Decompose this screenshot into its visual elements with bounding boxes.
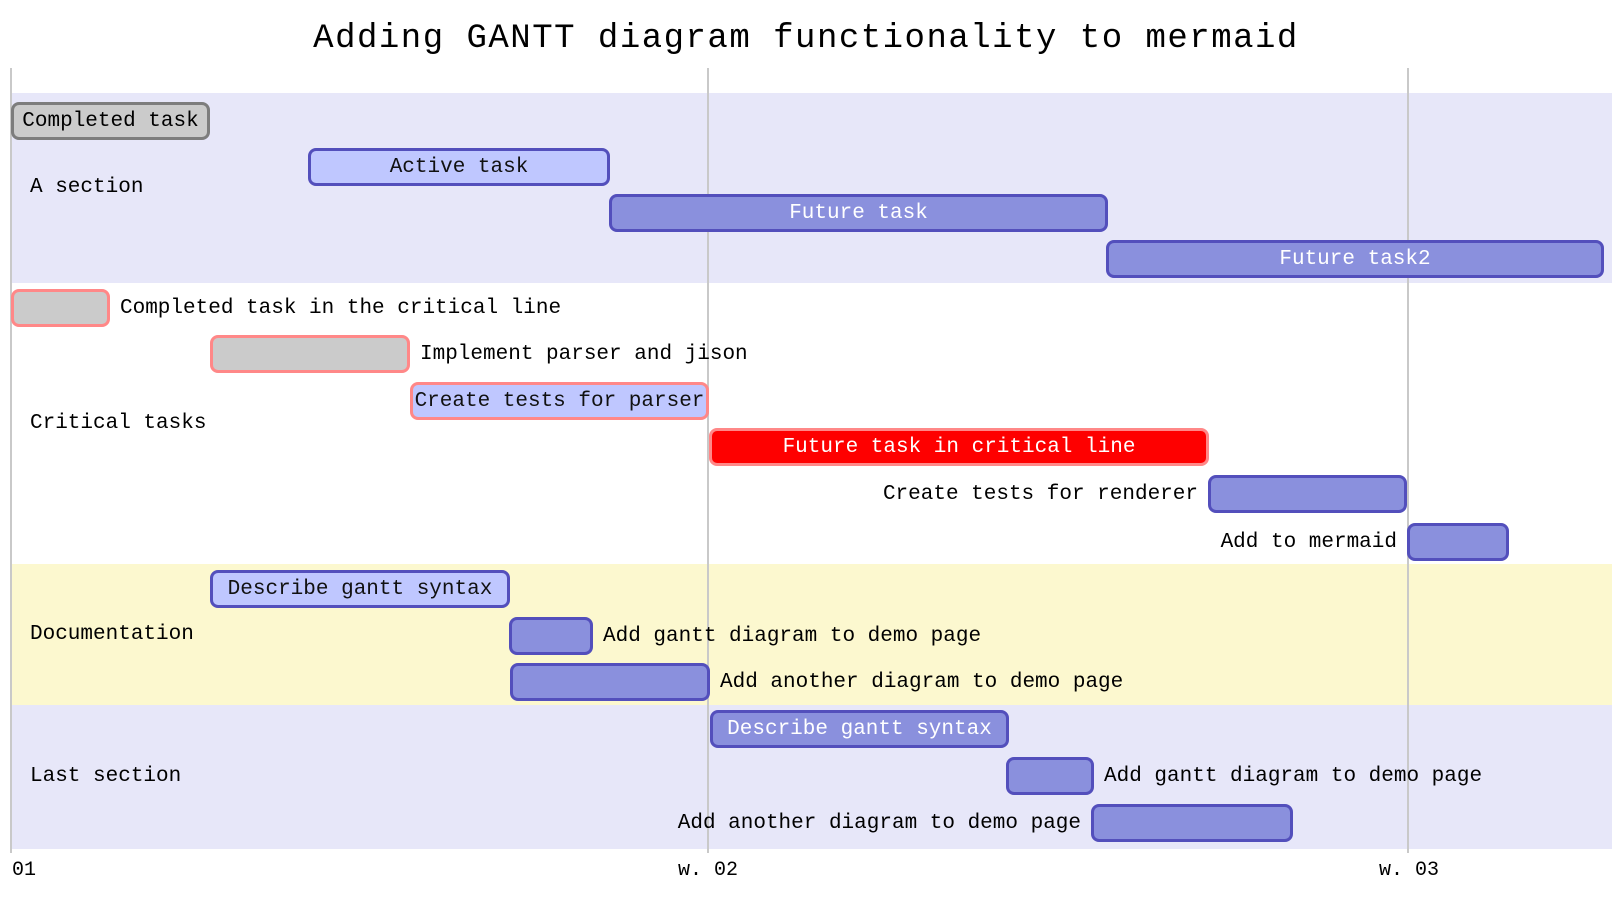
task-label: Add gantt diagram to demo page — [603, 624, 982, 648]
task-bar — [1208, 475, 1407, 513]
task-label: Add another diagram to demo page — [677, 811, 1081, 835]
task-label: Add gantt diagram to demo page — [1104, 764, 1483, 788]
section-label: Critical tasks — [30, 411, 207, 435]
task-label: Add another diagram to demo page — [720, 670, 1124, 694]
task-bar: Future task in critical line — [709, 428, 1209, 466]
task-bar — [510, 663, 710, 701]
section-label: Documentation — [30, 622, 194, 646]
task-label: Completed task in the critical line — [120, 296, 562, 320]
section-label: Last section — [30, 765, 182, 788]
task-bar: Completed task — [11, 102, 210, 140]
task-bar: Active task — [308, 148, 610, 186]
task-label: Add to mermaid — [1220, 530, 1397, 554]
task-bar — [11, 289, 110, 327]
task-bar: Describe gantt syntax — [710, 710, 1009, 748]
task-bar: Future task — [609, 194, 1108, 232]
task-bar: Describe gantt syntax — [210, 570, 510, 608]
chart-title: Adding GANTT diagram functionality to me… — [313, 20, 1299, 58]
task-bar — [1407, 523, 1509, 561]
section-label: A section — [30, 176, 144, 199]
grid-line — [707, 68, 709, 853]
task-bar — [1006, 757, 1094, 795]
grid-line — [1407, 68, 1409, 853]
task-label: Implement parser and jison — [420, 342, 748, 366]
task-bar: Create tests for parser — [410, 382, 709, 420]
grid-line — [10, 68, 12, 853]
task-bar — [210, 335, 410, 373]
task-bar — [1091, 804, 1293, 842]
task-bar — [509, 617, 593, 655]
task-label: Create tests for renderer — [882, 482, 1198, 506]
task-bar: Future task2 — [1106, 240, 1604, 278]
axis-tick-label: 01 — [11, 859, 37, 882]
axis-tick-label: w. 03 — [1378, 859, 1440, 882]
axis-tick-label: w. 02 — [677, 859, 739, 882]
